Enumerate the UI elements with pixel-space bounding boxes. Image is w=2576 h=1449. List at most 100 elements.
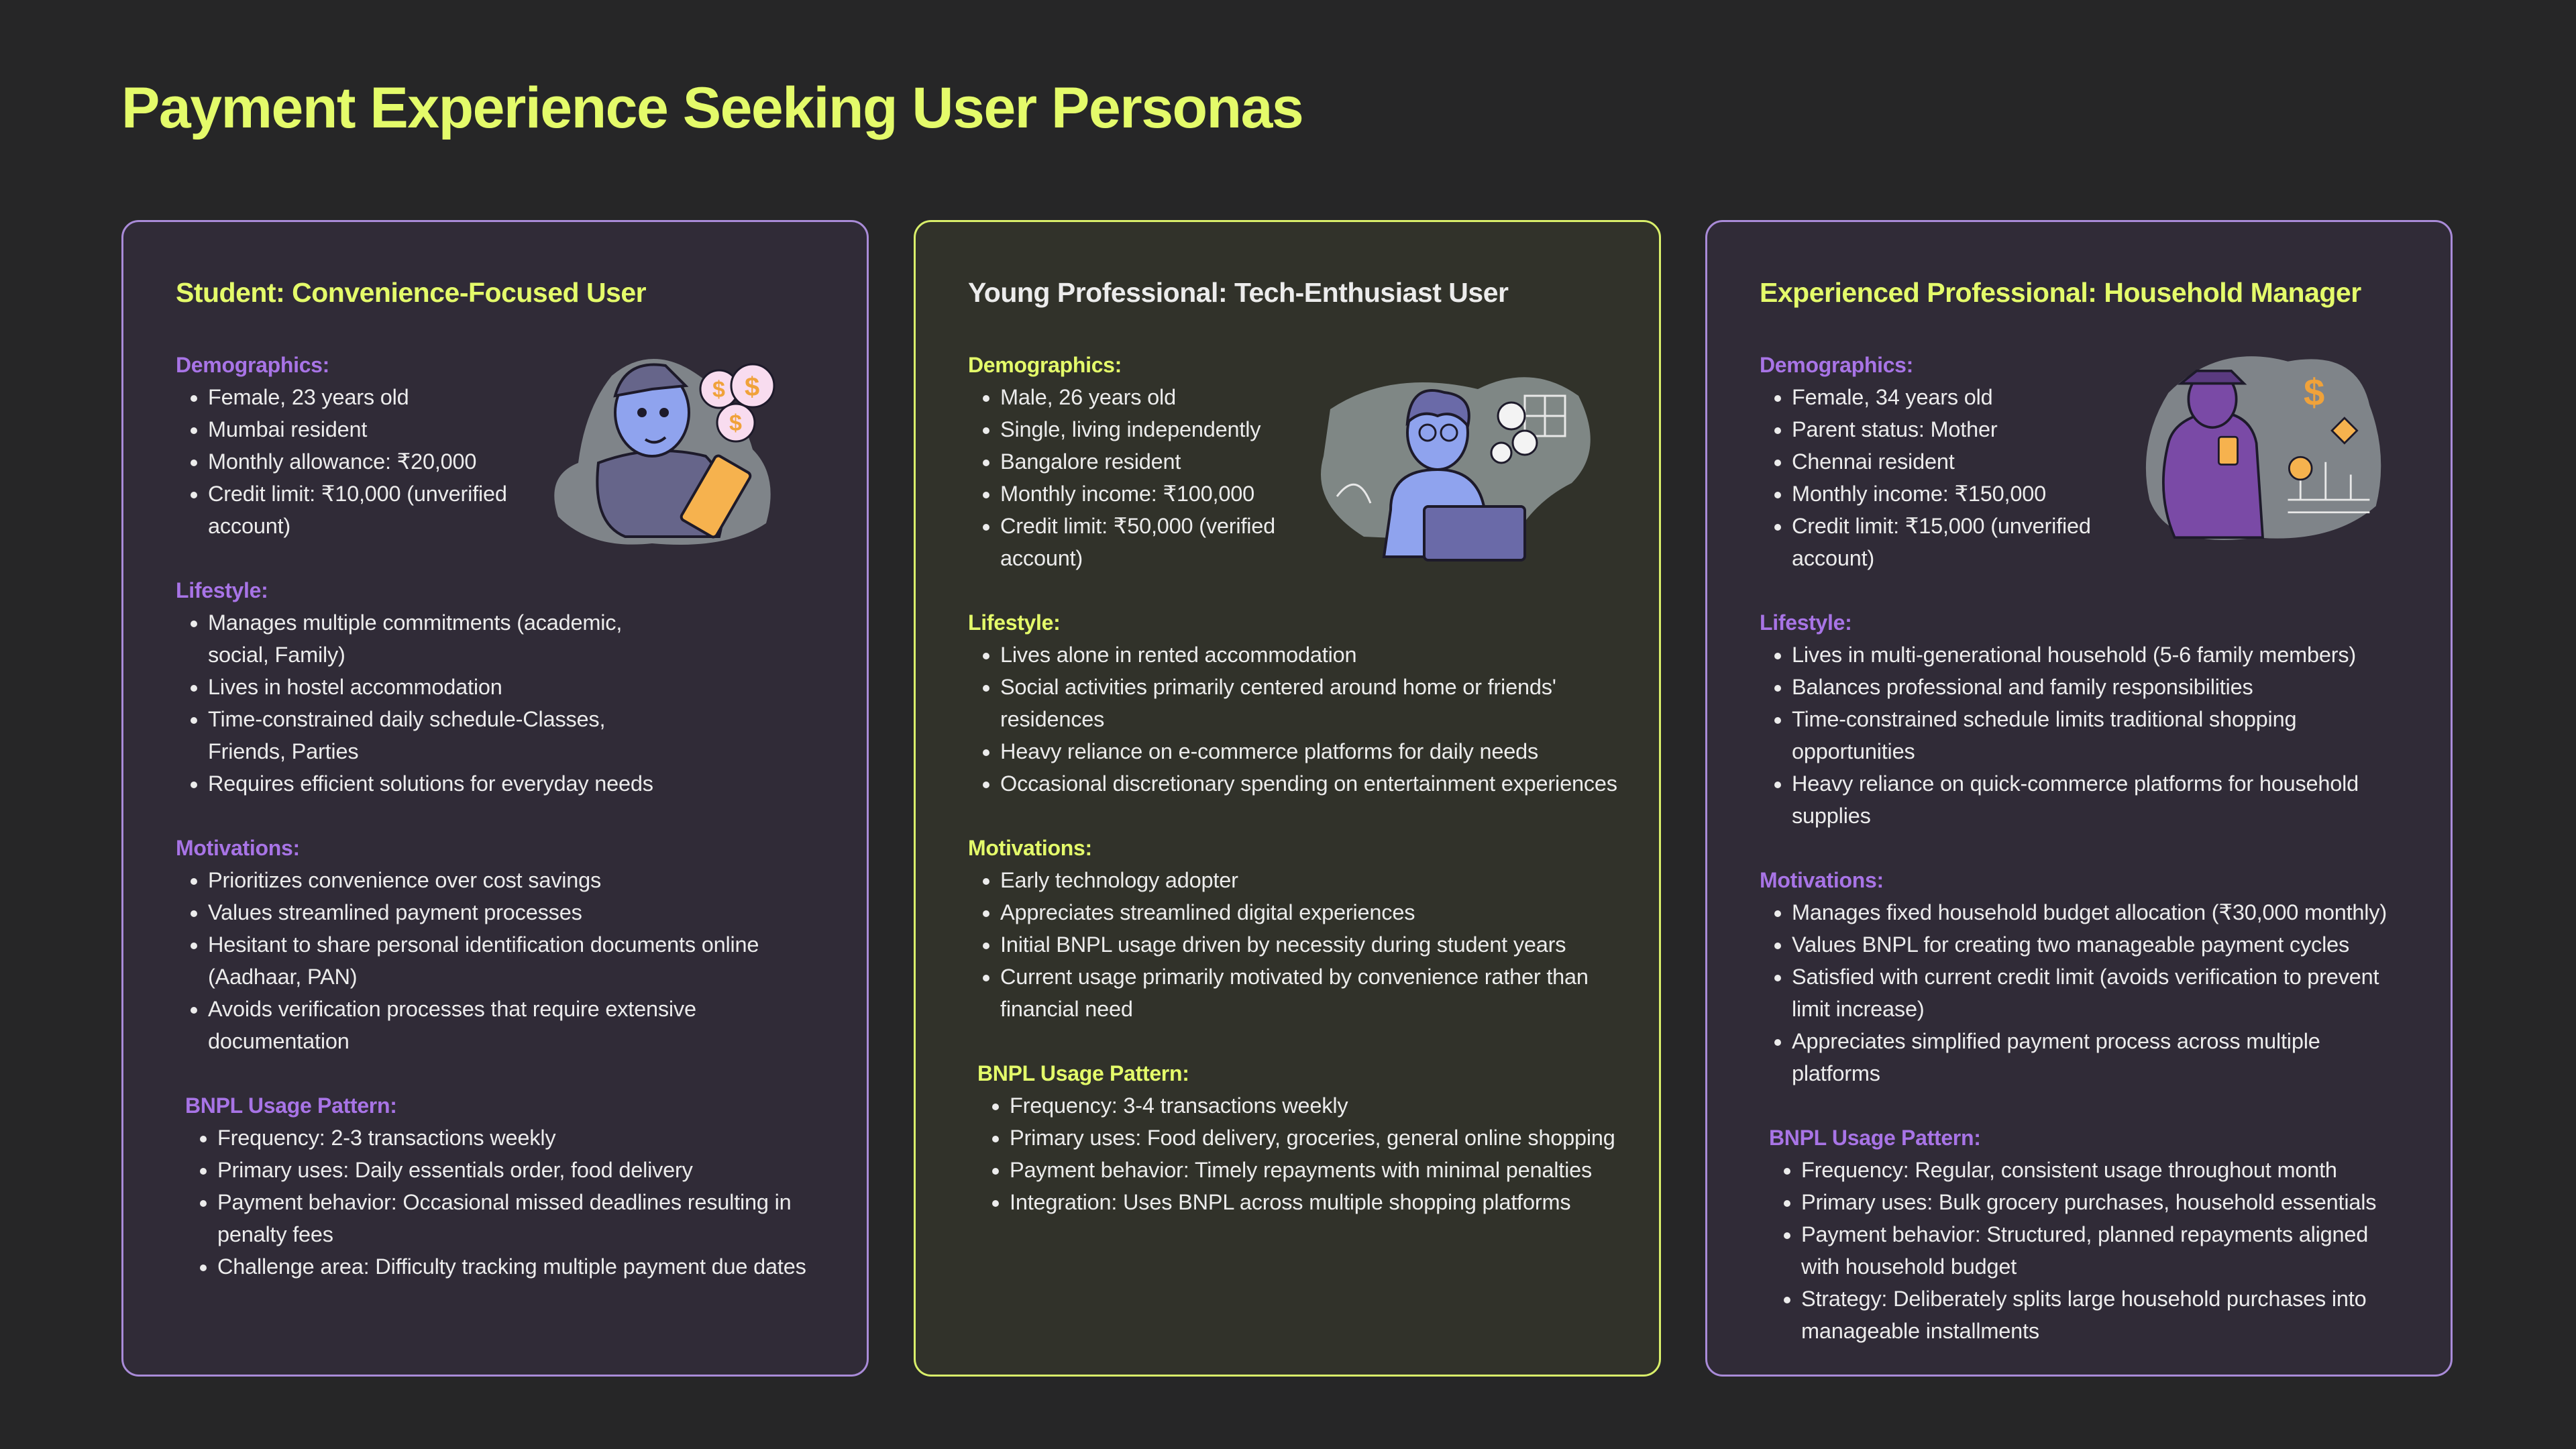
list-item: Mumbai resident [208, 413, 557, 445]
list-item: Satisfied with current credit limit (avo… [1792, 961, 2410, 1025]
persona-title: Student: Convenience-Focused User [176, 277, 647, 308]
section-demo: Demographics: Female, 34 years oldParent … [1760, 349, 2410, 574]
list-item: Chennai resident [1792, 445, 2410, 478]
bullet-list: Prioritizes convenience over cost saving… [176, 864, 826, 1057]
list-item: Credit limit: ₹15,000 (unverified accoun… [1792, 510, 2410, 574]
section-heading: Lifestyle: [176, 578, 268, 602]
household-manager-illustration-icon: $ [2135, 349, 2390, 550]
list-item: Payment behavior: Occasional missed dead… [217, 1186, 826, 1250]
section-bnpl: BNPL Usage Pattern: Frequency: 2-3 transa… [185, 1089, 826, 1283]
list-item: Values streamlined payment processes [208, 896, 826, 928]
page-title: Payment Experience Seeking User Personas [121, 76, 1304, 140]
section-moti: Motivations: Prioritizes convenience over… [176, 832, 826, 1057]
section-heading: Demographics: [968, 353, 1122, 377]
list-item: Social activities primarily centered aro… [1000, 671, 1619, 735]
persona-card-student: Student: Convenience-Focused User $ $ $ … [121, 220, 869, 1377]
section-life: Lifestyle: Lives alone in rented accommod… [968, 606, 1619, 800]
svg-text:$: $ [2304, 371, 2324, 413]
bullet-list: Male, 26 years oldSingle, living indepen… [968, 381, 1619, 574]
list-item: Parent status: Mother [1792, 413, 2410, 445]
list-item: Primary uses: Food delivery, groceries, … [1010, 1122, 1619, 1154]
list-item: Hesitant to share personal identificatio… [208, 928, 826, 993]
bullet-list: Female, 34 years oldParent status: Mothe… [1760, 381, 2410, 574]
list-item: Time-constrained daily schedule-Classes,… [208, 703, 664, 767]
list-item: Requires efficient solutions for everyda… [208, 767, 664, 800]
list-item: Values BNPL for creating two manageable … [1792, 928, 2410, 961]
list-item: Bangalore resident [1000, 445, 1619, 478]
list-item: Heavy reliance on e-commerce platforms f… [1000, 735, 1619, 767]
list-item: Primary uses: Daily essentials order, fo… [217, 1154, 826, 1186]
section-demo: Demographics: Male, 26 years oldSingle, l… [968, 349, 1619, 574]
list-item: Monthly income: ₹150,000 [1792, 478, 2410, 510]
persona-card-young-professional: Young Professional: Tech-Enthusiast User… [914, 220, 1661, 1377]
svg-text:$: $ [712, 377, 725, 402]
bullet-list: Female, 23 years oldMumbai residentMonth… [176, 381, 557, 542]
list-item: Initial BNPL usage driven by necessity d… [1000, 928, 1619, 961]
list-item: Single, living independently [1000, 413, 1619, 445]
section-heading: Lifestyle: [1760, 610, 1852, 635]
list-item: Occasional discretionary spending on ent… [1000, 767, 1619, 800]
section-moti: Motivations: Early technology adopterAppr… [968, 832, 1619, 1025]
student-illustration-icon: $ $ $ [551, 349, 806, 550]
list-item: Time-constrained schedule limits traditi… [1792, 703, 2410, 767]
bullet-list: Lives in multi-generational household (5… [1760, 639, 2410, 832]
bullet-list: Frequency: Regular, consistent usage thr… [1769, 1154, 2410, 1347]
list-item: Prioritizes convenience over cost saving… [208, 864, 826, 896]
section-moti: Motivations: Manages fixed household budg… [1760, 864, 2410, 1089]
list-item: Credit limit: ₹10,000 (unverified accoun… [208, 478, 557, 542]
section-heading: BNPL Usage Pattern: [185, 1093, 397, 1118]
list-item: Challenge area: Difficulty tracking mult… [217, 1250, 826, 1283]
svg-text:$: $ [745, 372, 759, 402]
list-item: Appreciates streamlined digital experien… [1000, 896, 1619, 928]
list-item: Lives alone in rented accommodation [1000, 639, 1619, 671]
list-item: Female, 34 years old [1792, 381, 2410, 413]
bullet-list: Manages fixed household budget allocatio… [1760, 896, 2410, 1089]
list-item: Frequency: Regular, consistent usage thr… [1801, 1154, 2410, 1186]
list-item: Appreciates simplified payment process a… [1792, 1025, 2410, 1089]
list-item: Monthly allowance: ₹20,000 [208, 445, 557, 478]
section-demo: Demographics: Female, 23 years oldMumbai … [176, 349, 826, 542]
section-heading: Demographics: [1760, 353, 1914, 377]
list-item: Payment behavior: Timely repayments with… [1010, 1154, 1619, 1186]
list-item: Credit limit: ₹50,000 (verified account) [1000, 510, 1619, 574]
list-item: Primary uses: Bulk grocery purchases, ho… [1801, 1186, 2410, 1218]
list-item: Female, 23 years old [208, 381, 557, 413]
section-life: Lifestyle: Lives in multi-generational ho… [1760, 606, 2410, 832]
persona-card-household-manager: Experienced Professional: Household Mana… [1705, 220, 2453, 1377]
section-heading: BNPL Usage Pattern: [1769, 1126, 1981, 1150]
section-life: Lifestyle: Manages multiple commitments (… [176, 574, 826, 800]
section-heading: BNPL Usage Pattern: [977, 1061, 1189, 1085]
persona-sections: Demographics: Female, 34 years oldParent … [1760, 349, 2410, 1347]
list-item: Current usage primarily motivated by con… [1000, 961, 1619, 1025]
bullet-list: Lives alone in rented accommodationSocia… [968, 639, 1619, 800]
list-item: Avoids verification processes that requi… [208, 993, 826, 1057]
list-item: Frequency: 3-4 transactions weekly [1010, 1089, 1619, 1122]
list-item: Integration: Uses BNPL across multiple s… [1010, 1186, 1619, 1218]
list-item: Heavy reliance on quick-commerce platfor… [1792, 767, 2410, 832]
bullet-list: Frequency: 3-4 transactions weeklyPrimar… [977, 1089, 1619, 1218]
section-heading: Demographics: [176, 353, 330, 377]
bullet-list: Frequency: 2-3 transactions weeklyPrimar… [185, 1122, 826, 1283]
section-bnpl: BNPL Usage Pattern: Frequency: Regular, c… [1769, 1122, 2410, 1347]
developer-illustration-icon [1310, 369, 1599, 570]
persona-sections: Demographics: Male, 26 years oldSingle, l… [968, 349, 1619, 1218]
list-item: Male, 26 years old [1000, 381, 1619, 413]
section-heading: Lifestyle: [968, 610, 1061, 635]
section-heading: Motivations: [968, 836, 1092, 860]
list-item: Payment behavior: Structured, planned re… [1801, 1218, 2410, 1283]
section-heading: Motivations: [1760, 868, 1884, 892]
list-item: Balances professional and family respons… [1792, 671, 2410, 703]
persona-sections: Demographics: Female, 23 years oldMumbai … [176, 349, 826, 1283]
bullet-list: Early technology adopterAppreciates stre… [968, 864, 1619, 1025]
list-item: Lives in multi-generational household (5… [1792, 639, 2410, 671]
list-item: Early technology adopter [1000, 864, 1619, 896]
section-bnpl: BNPL Usage Pattern: Frequency: 3-4 transa… [977, 1057, 1619, 1218]
svg-text:$: $ [729, 411, 742, 436]
list-item: Manages fixed household budget allocatio… [1792, 896, 2410, 928]
list-item: Strategy: Deliberately splits large hous… [1801, 1283, 2410, 1347]
persona-title: Experienced Professional: Household Mana… [1760, 277, 2361, 308]
list-item: Manages multiple commitments (academic, … [208, 606, 664, 671]
section-heading: Motivations: [176, 836, 300, 860]
list-item: Monthly income: ₹100,000 [1000, 478, 1619, 510]
list-item: Frequency: 2-3 transactions weekly [217, 1122, 826, 1154]
